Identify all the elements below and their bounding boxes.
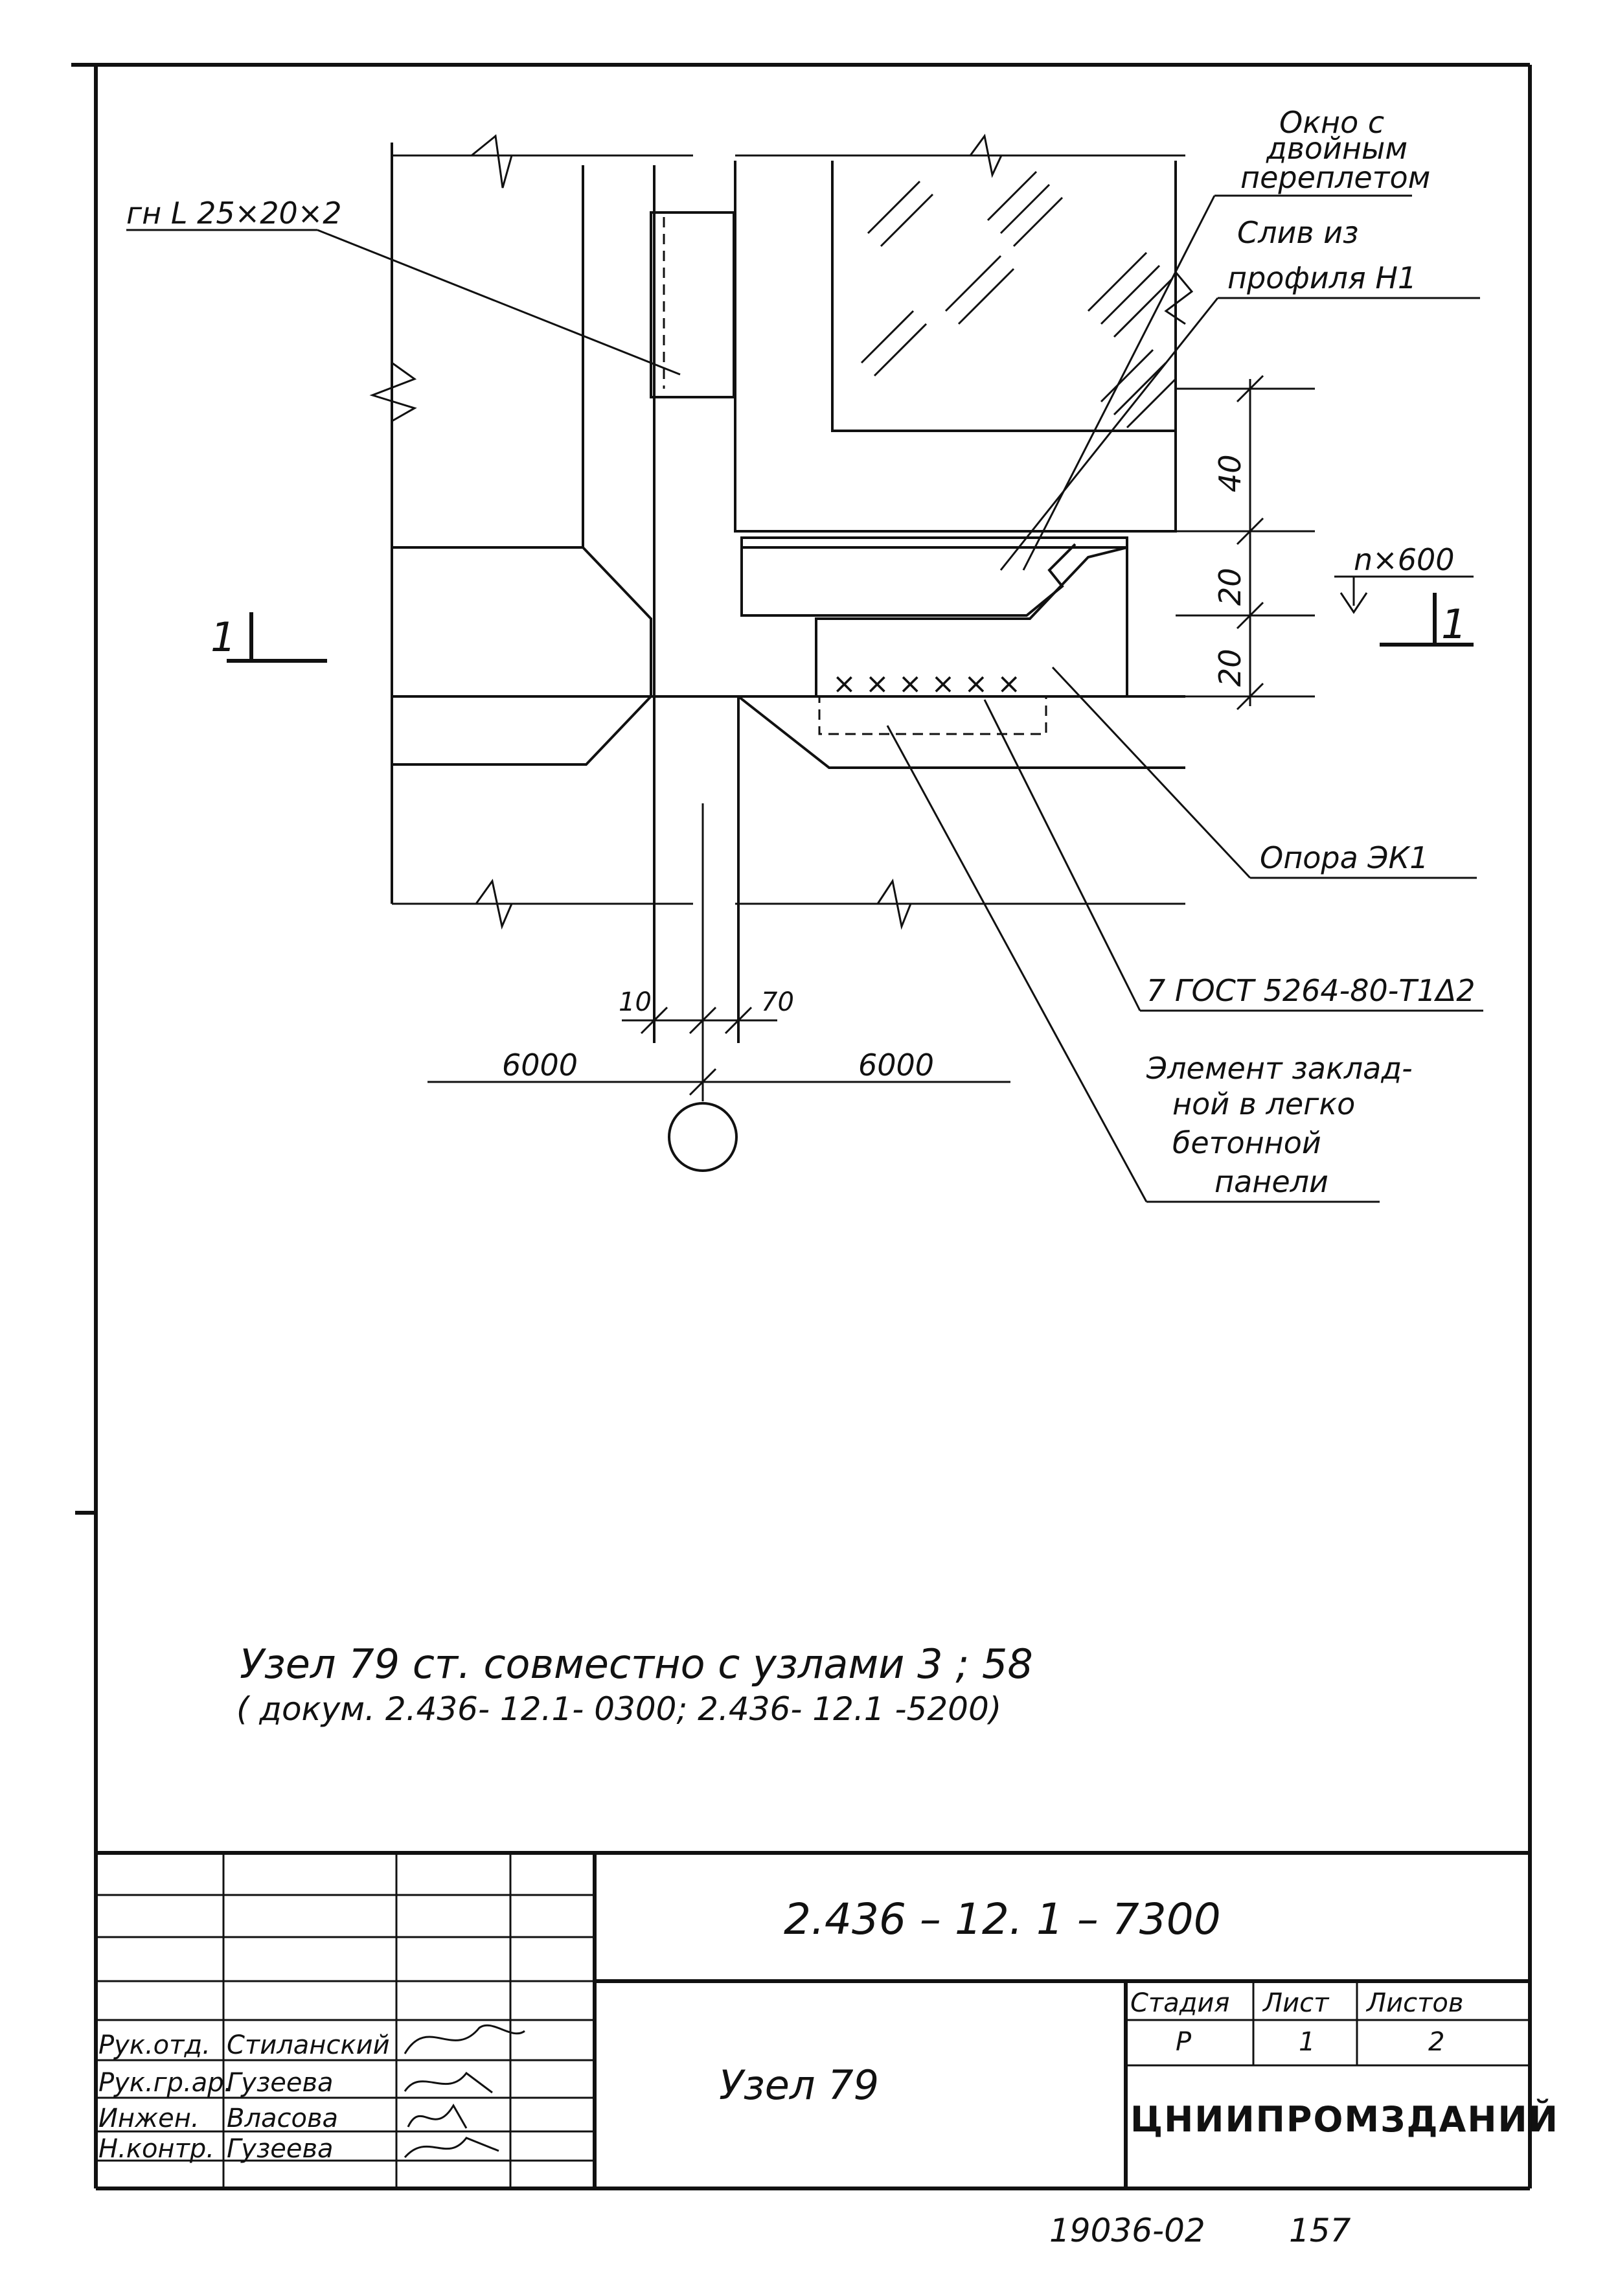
signature-rows: Рук.отд. Стиланский Рук.гр.ар. Гузеева И… [98,2024,525,2164]
dim-70: 70 [761,987,794,1017]
note-line-1: Узел 79 ст. совместно с узлами 3 ; 58 [240,1640,1033,1688]
support-label: Опора ЭК1 [1260,840,1428,875]
stage-value: Р [1176,2027,1192,2057]
signature-role: Рук.отд. [98,2030,211,2060]
dim-span-left: 6000 [502,1048,578,1083]
window-label-line1: Окно с [1279,105,1384,140]
embedded-label-line4: панели [1214,1164,1328,1199]
embedded-label-line3: бетонной [1172,1125,1321,1160]
dim-20-upper: 20 [1213,568,1248,606]
signature-name: Гузеева [227,2068,334,2098]
embedded-label-line2: ной в легко [1172,1086,1355,1121]
dimension-texts: 40 20 20 10 70 6000 6000 [502,454,1248,1083]
node-drawing: × × × × × × [126,133,1483,1203]
signature-name: Власова [227,2104,338,2133]
inventory-number: 19036-02 [1049,2212,1205,2249]
section-mark-left: 1 [211,614,236,661]
dim-10: 10 [619,987,652,1017]
dim-20-lower: 20 [1213,649,1248,687]
handwritten-signature [407,2104,468,2129]
weld-marks: × × × × × × [832,667,1021,700]
handwritten-signature [404,2024,525,2054]
glass-hatching [860,170,1177,429]
sheets-header: Листов [1365,1988,1463,2018]
dim-span-right: 6000 [858,1048,934,1083]
handwritten-signature [404,2137,499,2158]
page-number: 157 [1289,2212,1351,2249]
flashing-label-line2: профиля Н1 [1227,260,1417,295]
window-label-line2: двойным [1266,131,1408,166]
sheet-header: Лист [1262,1988,1330,2018]
signature-role: Рук.гр.ар. [98,2068,232,2098]
handwritten-signature [404,2071,493,2094]
flashing-label-line1: Слив из [1237,215,1359,250]
sheets-value: 2 [1428,2027,1444,2057]
n600-label: n×600 [1354,542,1455,577]
document-code: 2.436 – 12. 1 – 7300 [784,1894,1221,1944]
annotations: гн L 25×20×2 Окно с двойным переплетом С… [126,105,1475,1199]
title-block [96,1851,1530,2188]
signature-name: Стиланский [227,2030,390,2060]
svg-text:× × × × × ×: × × × × × × [832,667,1021,700]
sheet-frame [71,63,1532,2190]
weld-label: 7 ГОСТ 5264-80-Т1Δ2 [1146,973,1475,1008]
organization-name: ЦНИИПРОМЗДАНИЙ [1130,2099,1559,2140]
signature-role: Инжен. [98,2104,199,2133]
node-title: Узел 79 [719,2061,879,2109]
stage-header: Стадия [1130,1988,1229,2018]
signature-role: Н.контр. [98,2134,214,2164]
window-label-line3: переплетом [1240,160,1430,195]
sheet-value: 1 [1299,2027,1315,2057]
embedded-label-line1: Элемент заклад- [1146,1051,1413,1086]
dim-40: 40 [1213,454,1248,492]
note-line-2: ( докум. 2.436- 12.1- 0300; 2.436- 12.1 … [236,1690,1001,1728]
signature-name: Гузеева [227,2134,334,2164]
section-mark-right: 1 [1441,601,1466,648]
angle-profile-label: гн L 25×20×2 [126,196,342,231]
